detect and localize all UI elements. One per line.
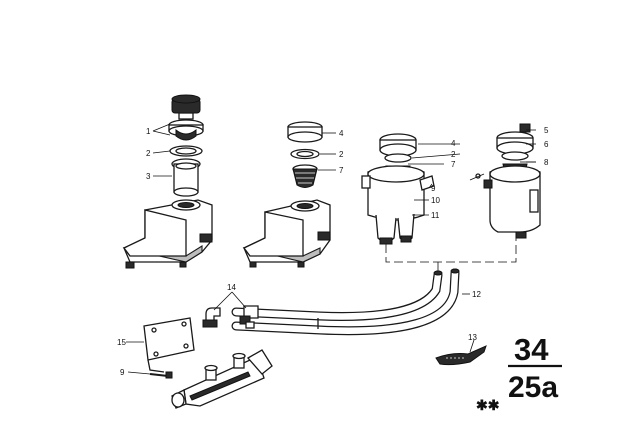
reservoir-strainer xyxy=(171,158,201,197)
reservoir-cap xyxy=(287,121,323,143)
reservoir-left xyxy=(122,94,213,269)
callout-labels: 1 2 3 4 2 7 4 2 7 9 10 11 5 6 8 12 13 14… xyxy=(117,126,549,377)
brake-hoses xyxy=(231,268,460,336)
callout-2: 2 xyxy=(451,150,456,159)
group-number: 34 xyxy=(514,332,549,367)
callout-2: 2 xyxy=(339,150,344,159)
callout-10: 10 xyxy=(431,196,440,205)
callout-7: 7 xyxy=(339,166,344,175)
callout-9: 9 xyxy=(431,184,436,193)
callout-11: 11 xyxy=(431,211,440,220)
callout-4: 4 xyxy=(451,139,456,148)
callout-4: 4 xyxy=(339,129,344,138)
callout-12: 12 xyxy=(472,290,481,299)
reservoir-right xyxy=(483,123,541,239)
callout-1: 1 xyxy=(146,127,151,136)
reservoir-cap xyxy=(379,133,417,157)
reservoir-washer xyxy=(290,148,320,160)
callout-15: 15 xyxy=(117,338,126,347)
callout-14: 14 xyxy=(227,283,236,292)
subgroup-code: 25a xyxy=(508,371,558,404)
marks: ✱✱ xyxy=(476,397,500,413)
reservoir-tank-middle xyxy=(242,199,331,268)
callout-6: 6 xyxy=(544,140,549,149)
reservoir-double-center xyxy=(361,133,435,245)
group-number-block: 34 25a ✱✱ xyxy=(476,332,562,413)
hose-elbows xyxy=(202,305,259,329)
callout-9: 9 xyxy=(120,368,125,377)
reservoir-cap-knob xyxy=(168,94,204,141)
reservoir-washer xyxy=(501,151,529,161)
reservoir-washer xyxy=(384,153,412,163)
reservoir-washer xyxy=(169,145,203,157)
callout-8: 8 xyxy=(544,158,549,167)
callout-7: 7 xyxy=(451,160,456,169)
callout-5: 5 xyxy=(544,126,549,135)
leader-lines xyxy=(126,123,536,375)
callout-13: 13 xyxy=(468,333,477,342)
callout-2: 2 xyxy=(146,149,151,158)
reservoir-middle xyxy=(242,121,331,268)
hose-clip xyxy=(435,345,487,366)
screw xyxy=(149,371,173,379)
reservoir-tank-right xyxy=(483,165,541,239)
reservoir-cap xyxy=(496,123,534,155)
reservoir-tank-center xyxy=(361,165,435,245)
master-cylinder xyxy=(171,349,273,409)
callout-3: 3 xyxy=(146,172,151,181)
mounting-bracket xyxy=(143,317,195,373)
reservoir-strainer xyxy=(292,164,318,188)
reservoir-tank-left xyxy=(122,199,213,269)
